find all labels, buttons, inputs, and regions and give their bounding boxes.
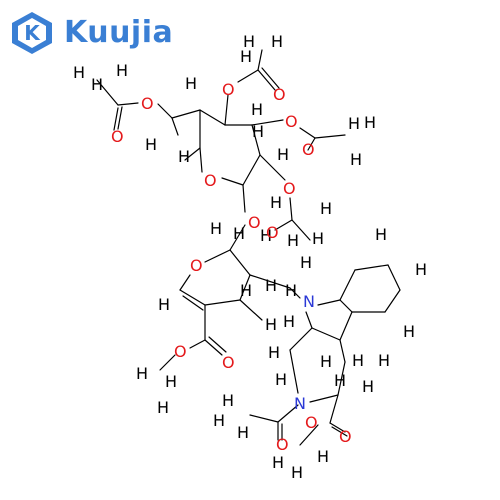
svg-text:K: K (24, 21, 41, 45)
svg-text:O: O (174, 342, 187, 361)
svg-text:H: H (270, 193, 282, 212)
svg-text:H: H (178, 147, 190, 166)
svg-text:H: H (364, 113, 376, 132)
svg-text:O: O (302, 140, 315, 159)
svg-text:H: H (210, 219, 222, 238)
svg-text:H: H (348, 114, 360, 133)
svg-text:O: O (339, 427, 352, 446)
hexagon-k-icon: K (12, 12, 52, 54)
svg-text:H: H (252, 122, 264, 141)
svg-text:O: O (190, 256, 203, 275)
svg-text:H: H (275, 370, 287, 389)
svg-text:H: H (251, 100, 263, 119)
svg-text:H: H (213, 411, 225, 430)
bond-lines (96, 49, 401, 446)
svg-text:N: N (294, 394, 306, 413)
svg-text:H: H (116, 61, 128, 80)
svg-text:O: O (222, 353, 235, 372)
nitrogen-labels: N N (294, 292, 315, 413)
svg-text:H: H (375, 225, 387, 244)
svg-text:O: O (273, 85, 286, 104)
svg-text:H: H (185, 74, 197, 93)
svg-text:H: H (320, 199, 332, 218)
svg-text:H: H (320, 352, 332, 371)
svg-text:O: O (141, 94, 154, 113)
svg-text:H: H (272, 453, 284, 472)
svg-text:H: H (378, 351, 390, 370)
svg-text:H: H (334, 371, 346, 390)
brand-name: Kuujia (64, 15, 174, 50)
svg-text:H: H (222, 391, 234, 410)
svg-text:H: H (260, 226, 272, 245)
svg-text:H: H (240, 47, 252, 66)
svg-text:H: H (285, 281, 297, 300)
svg-text:H: H (157, 398, 169, 417)
svg-text:H: H (243, 32, 255, 51)
svg-text:H: H (300, 253, 312, 272)
svg-text:H: H (291, 463, 303, 482)
svg-text:H: H (350, 150, 362, 169)
svg-text:H: H (362, 377, 374, 396)
svg-text:H: H (268, 343, 280, 362)
kuujia-logo: K Kuujia (8, 10, 173, 56)
svg-text:H: H (352, 351, 364, 370)
oxygen-labels: O O O O O O O O O O O O O O O O (111, 80, 352, 454)
svg-text:N: N (303, 292, 315, 311)
svg-text:O: O (111, 127, 124, 146)
svg-text:H: H (158, 295, 170, 314)
svg-text:O: O (285, 112, 298, 131)
svg-text:H: H (287, 231, 299, 250)
svg-text:H: H (73, 63, 85, 82)
svg-text:H: H (237, 423, 249, 442)
svg-text:O: O (283, 179, 296, 198)
svg-text:H: H (403, 322, 415, 341)
svg-text:H: H (271, 32, 283, 51)
svg-text:H: H (265, 276, 277, 295)
svg-text:O: O (222, 80, 235, 99)
svg-text:H: H (265, 315, 277, 334)
svg-text:H: H (312, 229, 324, 248)
svg-text:H: H (317, 447, 329, 466)
svg-text:H: H (415, 260, 427, 279)
svg-text:H: H (91, 75, 103, 94)
svg-text:O: O (204, 171, 217, 190)
svg-text:H: H (283, 312, 295, 331)
svg-text:H: H (233, 224, 245, 243)
svg-text:O: O (305, 413, 318, 432)
svg-text:H: H (240, 281, 252, 300)
svg-text:H: H (165, 372, 177, 391)
svg-text:H: H (136, 364, 148, 383)
svg-text:H: H (277, 145, 289, 164)
svg-text:H: H (145, 135, 157, 154)
svg-text:O: O (276, 435, 289, 454)
svg-text:O: O (266, 223, 279, 242)
hydrogen-labels: H H H H H H H H H H H H H H H H H H H H … (73, 32, 427, 482)
svg-text:O: O (248, 213, 261, 232)
